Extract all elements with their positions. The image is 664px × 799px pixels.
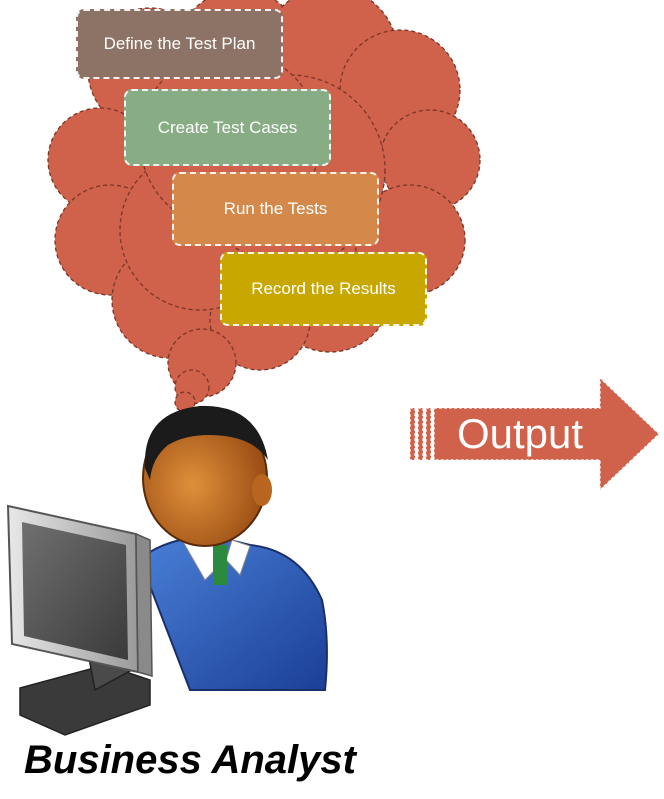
step-label: Define the Test Plan: [103, 34, 256, 53]
step-label: Create Test Cases: [157, 117, 298, 137]
step-run-tests: Run the Tests: [172, 172, 379, 246]
step-define-test-plan: Define the Test Plan: [76, 9, 283, 79]
business-analyst-label: Business Analyst: [24, 738, 356, 782]
output-label: Output: [456, 410, 584, 457]
step-create-test-cases: Create Test Cases: [124, 89, 331, 166]
step-label: Record the Results: [251, 279, 396, 298]
step-label: Run the Tests: [223, 199, 328, 218]
step-record-results: Record the Results: [220, 252, 427, 326]
